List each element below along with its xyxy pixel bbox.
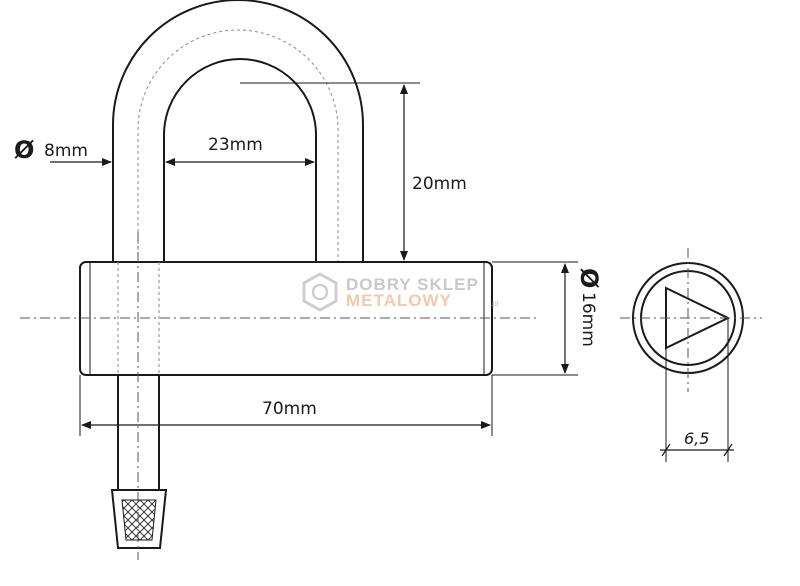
dim-shackle-diameter-label: 8mm	[44, 141, 88, 161]
key-tick-left	[661, 443, 671, 457]
shackle-outer-edge	[112, 0, 364, 262]
shackle-inner-edge	[163, 58, 317, 262]
dim-body-length: 70mm	[79, 375, 493, 436]
dim-shackle-clearance: 20mm	[240, 82, 467, 263]
nut-icon	[302, 272, 338, 312]
knurled-end-cap	[110, 489, 168, 549]
watermark-logo: DOBRY SKLEP METALOWY .pl	[302, 272, 499, 312]
dim-clearance-label: 20mm	[412, 174, 467, 194]
watermark-line1: DOBRY SKLEP	[346, 275, 479, 294]
dim-shackle-width: 23mm	[165, 135, 315, 166]
end-view: 6,5	[620, 248, 762, 462]
end-cap-outline	[110, 489, 168, 549]
shackle-centerline	[137, 29, 339, 262]
knurl-pattern	[121, 499, 157, 541]
dim-key-size-label: 6,5	[684, 429, 709, 448]
dim-shackle-diameter: Ø 8mm	[14, 136, 112, 166]
dim-body-diameter: Ø 16mm	[492, 261, 603, 376]
key-tick-right	[723, 443, 733, 457]
shackle	[112, 0, 364, 262]
shackle-lower-leg	[117, 262, 160, 490]
watermark-suffix: .pl	[490, 299, 499, 308]
dim-body-length-label: 70mm	[262, 399, 317, 419]
diameter-symbol: Ø	[14, 136, 34, 164]
body-diameter-symbol: Ø	[575, 268, 603, 288]
watermark-line2: METALOWY	[346, 291, 452, 310]
dim-shackle-width-label: 23mm	[208, 135, 263, 155]
nut-hole-icon	[311, 283, 329, 301]
dim-body-diameter-label: 16mm	[578, 292, 598, 347]
